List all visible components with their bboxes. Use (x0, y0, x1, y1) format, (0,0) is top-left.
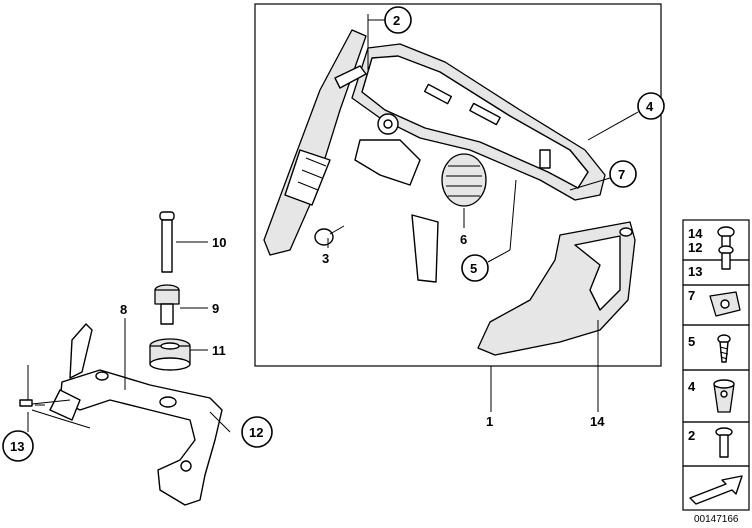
callout-7: 7 (609, 160, 637, 188)
svg-text:1: 1 (486, 414, 493, 429)
svg-text:13: 13 (10, 439, 24, 454)
legend-label-7: 7 (688, 288, 695, 303)
callout-12: 12 (241, 416, 273, 448)
callout-14: 14 (590, 414, 605, 429)
svg-text:3: 3 (322, 251, 329, 266)
screw-icon (717, 226, 735, 251)
svg-text:5: 5 (470, 261, 477, 276)
document-number: 00147166 (694, 514, 739, 525)
callout-5: 5 (461, 254, 489, 282)
callout-2: 2 (384, 6, 412, 34)
callout-4: 4 (637, 92, 665, 120)
callout-9: 9 (212, 301, 219, 316)
legend-label-12: 12 (688, 240, 702, 255)
svg-text:11: 11 (212, 343, 226, 358)
svg-text:9: 9 (212, 301, 219, 316)
callout-10: 10 (212, 235, 226, 250)
svg-text:6: 6 (460, 232, 467, 247)
leader-lines-left (27, 241, 231, 433)
callout-3: 3 (322, 251, 329, 266)
expanding-nut-icon (713, 379, 735, 413)
svg-text:14: 14 (590, 414, 605, 429)
legend-label-2: 2 (688, 428, 695, 443)
clip-nut-icon (709, 291, 741, 317)
pedal-bracket-assembly (263, 29, 636, 356)
bolt-icon (715, 427, 733, 458)
callout-6: 6 (460, 232, 467, 247)
svg-text:4: 4 (646, 99, 654, 114)
callout-1: 1 (486, 414, 493, 429)
tapping-screw-icon (717, 334, 731, 363)
hardware-legend: 14 12 13 7 5 4 2 (682, 219, 750, 511)
screw-icon (718, 245, 734, 270)
callout-8: 8 (120, 302, 127, 317)
assembly-frame (254, 3, 662, 367)
legend-label-14: 14 (688, 226, 703, 241)
svg-text:8: 8 (120, 302, 127, 317)
leader-lines-main (327, 14, 639, 412)
arrow-icon (689, 475, 743, 505)
svg-text:10: 10 (212, 235, 226, 250)
callout-13: 13 (2, 430, 34, 462)
mount-bracket-assembly (19, 211, 223, 506)
svg-text:7: 7 (618, 167, 625, 182)
legend-label-5: 5 (688, 334, 695, 349)
callout-11: 11 (212, 343, 226, 358)
legend-label-13: 13 (688, 264, 702, 279)
svg-text:12: 12 (249, 425, 263, 440)
legend-label-4: 4 (688, 379, 696, 394)
svg-text:2: 2 (393, 13, 400, 28)
